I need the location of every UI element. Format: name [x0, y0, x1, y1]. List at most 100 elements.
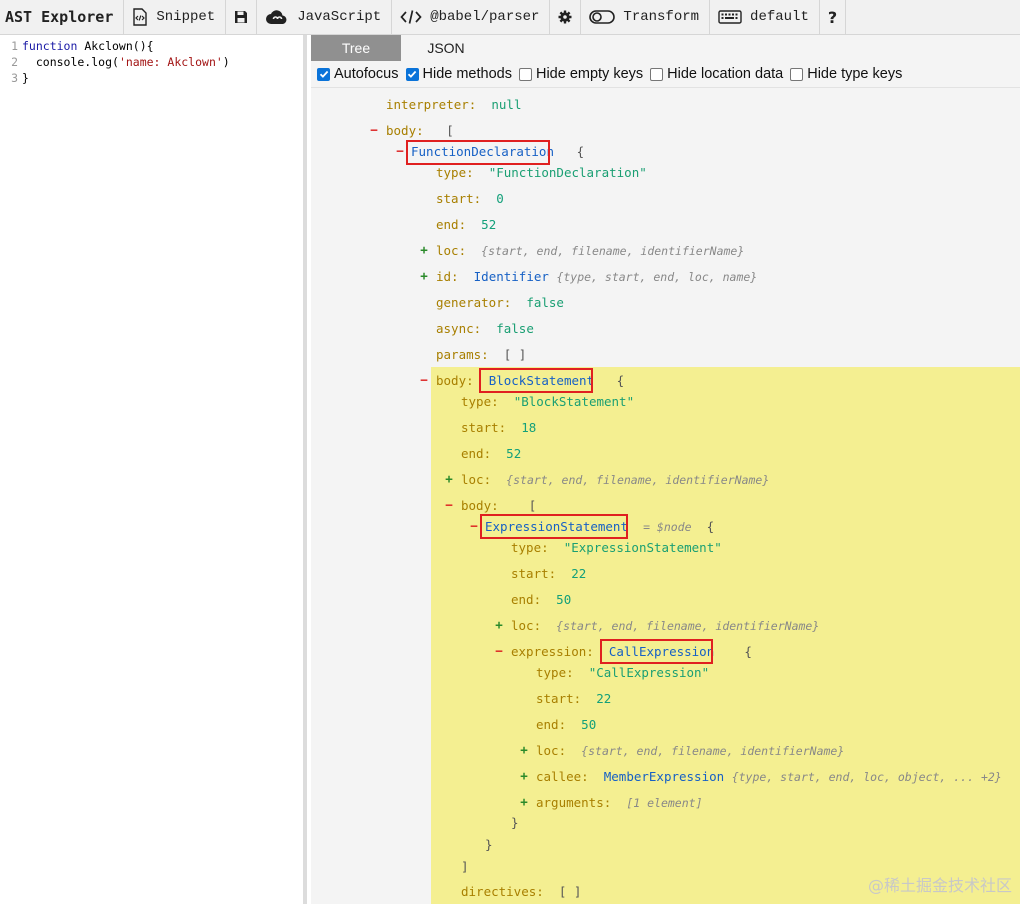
expand-toggle-icon[interactable]: + — [520, 742, 528, 757]
hide-location-option[interactable]: Hide location data — [650, 66, 783, 82]
language-label: JavaScript — [297, 9, 382, 25]
tree-row: end: 52 — [436, 216, 496, 234]
node-type-expression-statement[interactable]: ExpressionStatement — [485, 519, 628, 534]
collapse-toggle-icon[interactable]: − — [420, 372, 428, 387]
save-icon — [235, 11, 248, 23]
expand-toggle-icon[interactable]: + — [520, 768, 528, 783]
tree-row[interactable]: loc: {start, end, filename, identifierNa… — [536, 742, 844, 760]
tree-meta: {start, end, filename, identifierName} — [556, 619, 820, 633]
gear-icon — [558, 10, 572, 24]
tree-value: "FunctionDeclaration" — [488, 165, 647, 180]
expand-toggle-icon[interactable]: + — [420, 268, 428, 283]
expand-toggle-icon[interactable]: + — [520, 794, 528, 809]
tree-row[interactable]: callee: MemberExpression {type, start, e… — [536, 768, 1002, 786]
line-number: 1 — [11, 39, 18, 53]
hide-methods-checkbox[interactable] — [405, 67, 419, 81]
tree-row: type: "CallExpression" — [536, 664, 709, 682]
toolbar: AST Explorer Snippet JavaScript @babel/p… — [0, 0, 1020, 35]
tree-bracket: } — [485, 837, 493, 852]
save-button[interactable] — [226, 0, 258, 34]
hide-type-option[interactable]: Hide type keys — [790, 66, 902, 82]
tree-meta: = $node — [643, 520, 692, 534]
tree-key: end: — [511, 592, 542, 607]
help-button[interactable]: ? — [820, 0, 847, 34]
tree-key: start: — [536, 691, 582, 706]
autofocus-checkbox[interactable] — [317, 67, 330, 81]
collapse-toggle-icon[interactable]: − — [396, 143, 404, 158]
tree-row[interactable]: body: [ — [386, 122, 454, 140]
hide-empty-checkbox[interactable] — [518, 67, 532, 81]
collapse-toggle-icon[interactable]: − — [370, 122, 378, 137]
tree-row: async: false — [436, 320, 534, 338]
tree-value: false — [496, 321, 534, 336]
tree-row[interactable]: loc: {start, end, filename, identifierNa… — [461, 471, 769, 489]
tree-row: start: 18 — [461, 419, 536, 437]
tree-key: loc: — [511, 618, 542, 633]
code-text: Akclown(){ — [77, 39, 154, 53]
tree-row: directives: [ ] — [461, 883, 581, 901]
tree-key: type: — [436, 165, 474, 180]
watermark: @稀土掘金技术社区 — [867, 876, 1012, 895]
snippet-button[interactable]: Snippet — [124, 0, 227, 34]
code-line: 1 function Akclown(){ — [0, 38, 303, 54]
tree-row[interactable]: loc: {start, end, filename, identifierNa… — [436, 242, 744, 260]
language-select[interactable]: JavaScript — [257, 0, 393, 34]
tree-row[interactable]: arguments: [1 element] — [536, 794, 703, 812]
hide-empty-option[interactable]: Hide empty keys — [518, 66, 644, 82]
code-editor[interactable]: 1 function Akclown(){ 2 console.log('nam… — [0, 35, 307, 904]
tab-tree[interactable]: Tree — [311, 35, 401, 61]
tree-value: 50 — [556, 592, 572, 607]
tree-key: callee: — [536, 769, 589, 784]
tree-value: null — [491, 97, 522, 112]
collapse-toggle-icon[interactable]: − — [470, 518, 478, 533]
autofocus-option[interactable]: Autofocus — [317, 66, 399, 82]
tree-key: loc: — [436, 243, 467, 258]
hide-empty-label: Hide empty keys — [535, 66, 644, 82]
tree-row[interactable]: ExpressionStatement = $node { — [485, 518, 714, 536]
expand-toggle-icon[interactable]: + — [495, 617, 503, 632]
parser-select[interactable]: @babel/parser — [392, 0, 551, 34]
node-type-function-declaration[interactable]: FunctionDeclaration — [411, 144, 554, 159]
code-text: console.log( — [22, 55, 119, 69]
app-title: AST Explorer — [0, 0, 125, 34]
collapse-toggle-icon[interactable]: − — [445, 497, 453, 512]
tree-bracket: { — [616, 373, 625, 388]
keymap-select[interactable]: default — [710, 0, 820, 34]
tree-key: body: — [461, 498, 499, 513]
tree-bracket: { — [576, 144, 585, 159]
tree-row[interactable]: expression: CallExpression { — [511, 643, 752, 661]
tree-key: start: — [461, 420, 507, 435]
tree-row[interactable]: id: Identifier {type, start, end, loc, n… — [436, 268, 757, 286]
check-icon — [319, 70, 328, 78]
hide-methods-option[interactable]: Hide methods — [405, 66, 512, 82]
cloud-icon — [266, 10, 287, 24]
tree-value: 22 — [571, 566, 587, 581]
tree-meta: [1 element] — [626, 796, 703, 810]
expand-toggle-icon[interactable]: + — [420, 242, 428, 257]
hide-type-checkbox[interactable] — [790, 67, 804, 81]
tree-value: 52 — [506, 446, 522, 461]
collapse-toggle-icon[interactable]: − — [495, 643, 503, 658]
hide-location-checkbox[interactable] — [650, 67, 664, 81]
tree-row: } — [511, 814, 519, 832]
tab-json[interactable]: JSON — [427, 40, 465, 56]
code-line: 3 } — [0, 70, 303, 86]
tree-value: [ ] — [558, 884, 582, 899]
tree-node-type[interactable]: Identifier — [473, 269, 549, 284]
expand-toggle-icon[interactable]: + — [445, 471, 453, 486]
node-type-block-statement[interactable]: BlockStatement — [488, 373, 595, 388]
parser-settings-button[interactable] — [550, 0, 582, 34]
tree-key: body: — [436, 373, 474, 388]
tree-row[interactable]: loc: {start, end, filename, identifierNa… — [511, 617, 819, 635]
tree-key: body: — [386, 123, 424, 138]
tree-bracket: [ — [446, 123, 454, 138]
tree-row[interactable]: FunctionDeclaration { — [411, 143, 584, 161]
tree-node-type[interactable]: MemberExpression — [603, 769, 725, 784]
node-type-call-expression[interactable]: CallExpression — [608, 644, 715, 659]
tree-row: ] — [461, 858, 469, 876]
transform-toggle[interactable]: Transform — [581, 0, 711, 34]
hide-type-label: Hide type keys — [807, 66, 903, 82]
tree-value: 18 — [521, 420, 537, 435]
tree-row[interactable]: body: BlockStatement { — [436, 372, 624, 390]
tree-row[interactable]: body: [ — [461, 497, 536, 515]
